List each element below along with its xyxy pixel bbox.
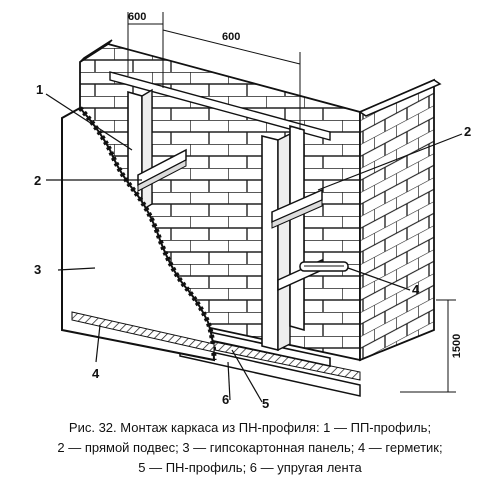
callout-3: 3 [34,262,41,277]
caption-line-2: 2 — прямой подвес; 3 — гипсокартонная па… [57,440,443,455]
caption-line-1: Рис. 32. Монтаж каркаса из ПН-профиля: 1… [68,420,432,435]
caption-line-3: 5 — ПН-профиль; 6 — упругая лента [138,460,362,475]
gypsum-board-bottom-edge [71,311,215,353]
figure-caption: Рис. 32. Монтаж каркаса из ПН-профиля: 1… [0,418,500,478]
callout-1: 1 [36,82,43,97]
dimension-top-left: 600 [128,11,146,23]
brick-wall-corner-top [358,79,442,117]
wall-frame-diagram: 600 600 1500 1 2 2 3 4 4 5 6 [34,11,471,410]
callout-leaders [45,93,463,403]
gypsum-board [61,106,217,362]
callout-2-right: 2 [464,124,471,139]
dimension-side-height: 1500 [451,334,463,358]
callout-4-left: 4 [92,366,100,381]
pn-profile-top [109,71,331,141]
sealant-cord [299,261,349,272]
callout-5: 5 [262,396,269,410]
dimension-lines [127,12,456,393]
dimension-top-right: 600 [222,31,240,43]
callout-6: 6 [222,392,229,407]
brick-wall-side [359,78,435,362]
brick-wall-top [79,39,113,63]
direct-hanger-left [137,148,187,192]
callout-2-left: 2 [34,173,41,188]
callout-4-right: 4 [412,282,420,297]
pp-stud-right [261,124,305,352]
